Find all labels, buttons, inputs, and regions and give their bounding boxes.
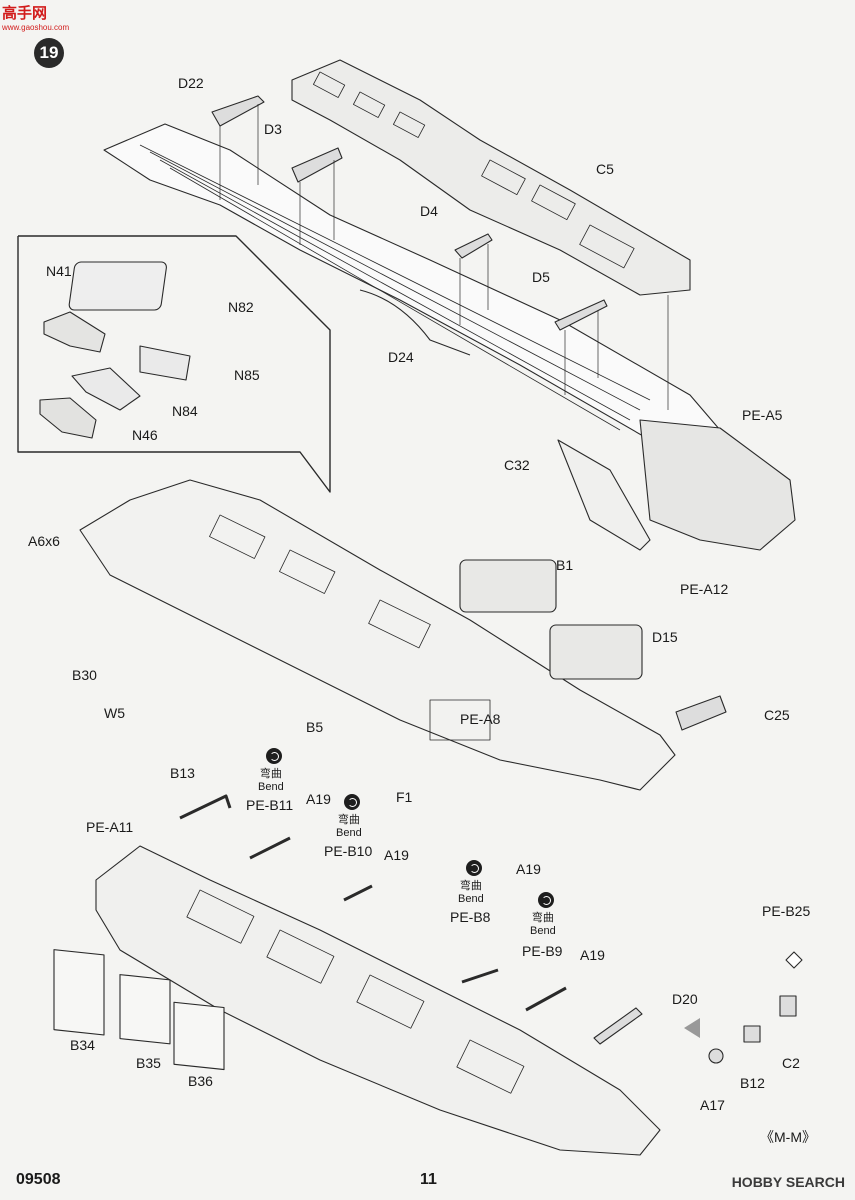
part-a17: [708, 1048, 724, 1064]
label-f1: F1: [396, 789, 413, 805]
part-d4: [454, 233, 493, 259]
part-n85: [139, 345, 191, 381]
label-pe-b9: PE-B9: [522, 943, 563, 959]
bend-note-en: Bend: [336, 826, 362, 839]
label-n85: N85: [234, 367, 260, 383]
part-n46: [39, 397, 97, 439]
part-pe-b11: [249, 836, 291, 860]
label-n82: N82: [228, 299, 254, 315]
label-pe-a8: PE-A8: [460, 711, 501, 727]
bend-note: 弯曲 Bend: [336, 814, 362, 839]
label-b35: B35: [136, 1055, 161, 1071]
lower-hull: [95, 845, 661, 1156]
part-b35: [119, 974, 171, 1045]
label-d5: D5: [532, 269, 550, 285]
label-pe-b8: PE-B8: [450, 909, 491, 925]
label-d20: D20: [672, 991, 698, 1007]
part-b36: [173, 1001, 225, 1071]
part-pe-b25: [785, 951, 803, 969]
label-b13: B13: [170, 765, 195, 781]
part-c2: [779, 995, 797, 1017]
hull-assembly-f1: [79, 479, 676, 791]
bend-note: 弯曲 Bend: [258, 768, 284, 793]
label-a19-4: A19: [580, 947, 605, 963]
part-pe-b8: [461, 968, 499, 984]
part-d22: [211, 95, 265, 127]
inset-frame: [17, 235, 331, 493]
label-pe-b25: PE-B25: [762, 903, 811, 919]
part-b34: [53, 949, 105, 1036]
part-b12: [743, 1025, 761, 1043]
bend-icon: [538, 892, 554, 908]
step-number-badge: 19: [34, 38, 64, 68]
part-n82: [68, 261, 167, 311]
part-pe-b9: [525, 986, 567, 1012]
section-mark: 《M-M》: [760, 1129, 816, 1145]
label-d15: D15: [652, 629, 678, 645]
direction-arrow: [684, 1018, 700, 1038]
label-w5: W5: [104, 705, 125, 721]
bend-note-zh: 弯曲: [531, 912, 554, 924]
bend-note-zh: 弯曲: [259, 768, 282, 780]
label-b34: B34: [70, 1037, 95, 1053]
bend-note: 弯曲 Bend: [458, 880, 484, 905]
brand-watermark: HOBBY SEARCH: [731, 1174, 845, 1190]
bend-icon: [466, 860, 482, 876]
bend-note: 弯曲 Bend: [530, 912, 556, 937]
label-d24: D24: [388, 349, 414, 365]
bend-note-en: Bend: [458, 892, 484, 905]
part-b13: [179, 794, 232, 820]
watermark-title: 高手网: [2, 4, 48, 22]
label-pe-b10: PE-B10: [324, 843, 373, 859]
bend-note-zh: 弯曲: [459, 880, 482, 892]
part-d20: [593, 1007, 643, 1045]
label-d3: D3: [264, 121, 282, 137]
label-d4: D4: [420, 203, 438, 219]
label-d22: D22: [178, 75, 204, 91]
bend-note-en: Bend: [258, 780, 284, 793]
label-b12: B12: [740, 1075, 765, 1091]
upper-hull-c5: [291, 59, 691, 296]
bend-note-en: Bend: [530, 924, 556, 937]
part-c25: [675, 695, 727, 731]
label-pe-a11: PE-A11: [86, 819, 134, 835]
part-pe-b10: [343, 884, 373, 902]
part-c32: [557, 439, 651, 551]
label-n41: N41: [46, 263, 72, 279]
label-n84: N84: [172, 403, 198, 419]
part-d5: [554, 299, 608, 331]
part-n41: [43, 311, 106, 353]
kit-number: 09508: [16, 1171, 61, 1188]
label-a17: A17: [700, 1097, 725, 1113]
bend-icon: [344, 794, 360, 810]
bend-icon: [266, 748, 282, 764]
label-a6x6: A6x6: [28, 533, 60, 549]
label-a19-3: A19: [516, 861, 541, 877]
label-b30: B30: [72, 667, 97, 683]
label-c5: C5: [596, 161, 614, 177]
page-number: 11: [420, 1171, 437, 1188]
part-pe-a5: [639, 419, 796, 551]
part-d15: [549, 624, 643, 680]
label-b1: B1: [556, 557, 574, 573]
label-pe-a5: PE-A5: [742, 407, 783, 423]
label-a19-1: A19: [306, 791, 331, 807]
label-n46: N46: [132, 427, 158, 443]
label-b36: B36: [188, 1073, 213, 1089]
label-b5: B5: [306, 719, 324, 735]
bend-note-zh: 弯曲: [337, 814, 360, 826]
watermark-url: www.gaoshou.com: [2, 23, 70, 32]
label-c2: C2: [782, 1055, 800, 1071]
part-b-box: [459, 559, 557, 613]
label-a19-2: A19: [384, 847, 409, 863]
part-d3: [291, 147, 343, 183]
watermark: 高手网 www.gaoshou.com: [2, 2, 69, 32]
part-n84: [71, 367, 141, 411]
label-pe-a12: PE-A12: [680, 581, 729, 597]
label-c25: C25: [764, 707, 790, 723]
label-c32: C32: [504, 457, 530, 473]
label-pe-b11: PE-B11: [246, 797, 294, 813]
